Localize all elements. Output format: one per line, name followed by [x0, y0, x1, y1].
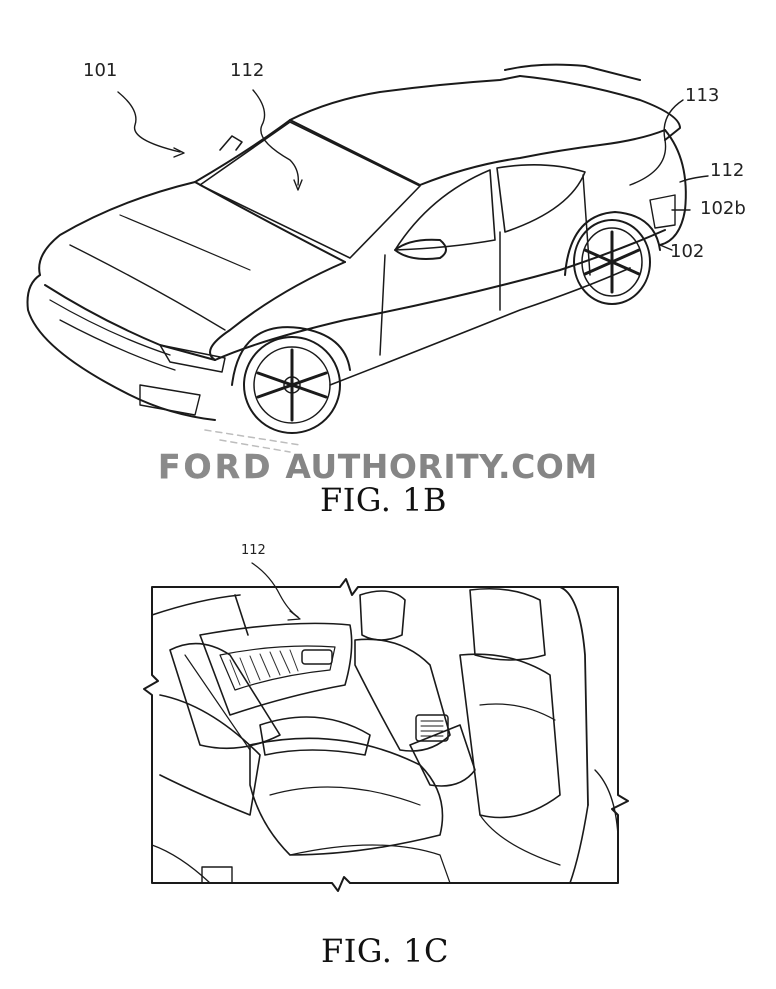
ref-surface-112-front: 112: [230, 62, 264, 80]
vehicle-interior-drawing: [140, 555, 640, 895]
ref-panel-102b: 102b: [700, 200, 746, 218]
ref-spoiler-113: 113: [685, 87, 719, 105]
figure-1b-caption: FIG. 1B: [320, 484, 447, 516]
watermark-brand: FORD: [158, 447, 273, 486]
figure-1c-caption: FIG. 1C: [321, 935, 449, 967]
ref-body-102: 102: [670, 243, 704, 261]
ref-surface-112-rear: 112: [710, 162, 744, 180]
ref-vehicle-101: 101: [83, 62, 117, 80]
